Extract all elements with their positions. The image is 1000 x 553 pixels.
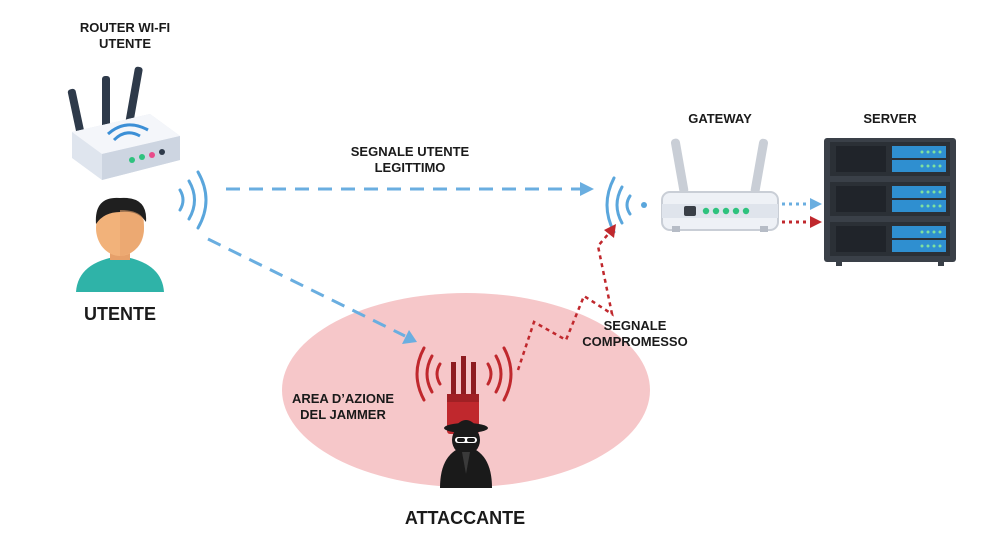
- router-title-line1: ROUTER WI-FI: [79, 20, 171, 35]
- attacker-hacker-icon: [440, 420, 492, 488]
- user-wifi-waves-icon: [178, 170, 208, 230]
- gateway-wifi-waves-icon: [605, 176, 647, 234]
- compromised-line2: COMPROMESSO: [582, 333, 688, 349]
- jammer-area-line1: AREA D’AZIONE: [291, 391, 395, 406]
- gateway-to-server-arrows: [782, 198, 822, 228]
- user-router-icon: [67, 66, 180, 180]
- legit-signal-arrow: [226, 182, 594, 196]
- jammer-waves-icon: [415, 346, 513, 402]
- router-title-line2: UTENTE: [99, 35, 151, 51]
- user-avatar-icon: [76, 197, 164, 292]
- attacker-label: ATTACCANTE: [404, 508, 526, 528]
- user-to-jammer-arrow: [207, 237, 417, 344]
- compromised-signal-label: SEGNALE COMPROMESSO: [560, 318, 710, 349]
- compromised-line1: SEGNALE: [603, 318, 667, 333]
- compromised-signal-arrow: [516, 224, 616, 371]
- legit-signal-line1: SEGNALE UTENTE: [350, 144, 470, 159]
- server-label: SERVER: [863, 111, 917, 126]
- legit-signal-label: SEGNALE UTENTE LEGITTIMO: [320, 144, 500, 175]
- user-label: UTENTE: [84, 304, 156, 324]
- legit-signal-line2: LEGITTIMO: [374, 159, 446, 175]
- gateway-label: GATEWAY: [688, 111, 752, 126]
- server-rack-icon: [824, 138, 956, 266]
- gateway-router-icon: [661, 138, 779, 232]
- router-title: ROUTER WI-FI UTENTE: [50, 20, 200, 51]
- jammer-area-label: AREA D’AZIONE DEL JAMMER: [278, 391, 408, 422]
- jammer-area-line2: DEL JAMMER: [300, 406, 386, 422]
